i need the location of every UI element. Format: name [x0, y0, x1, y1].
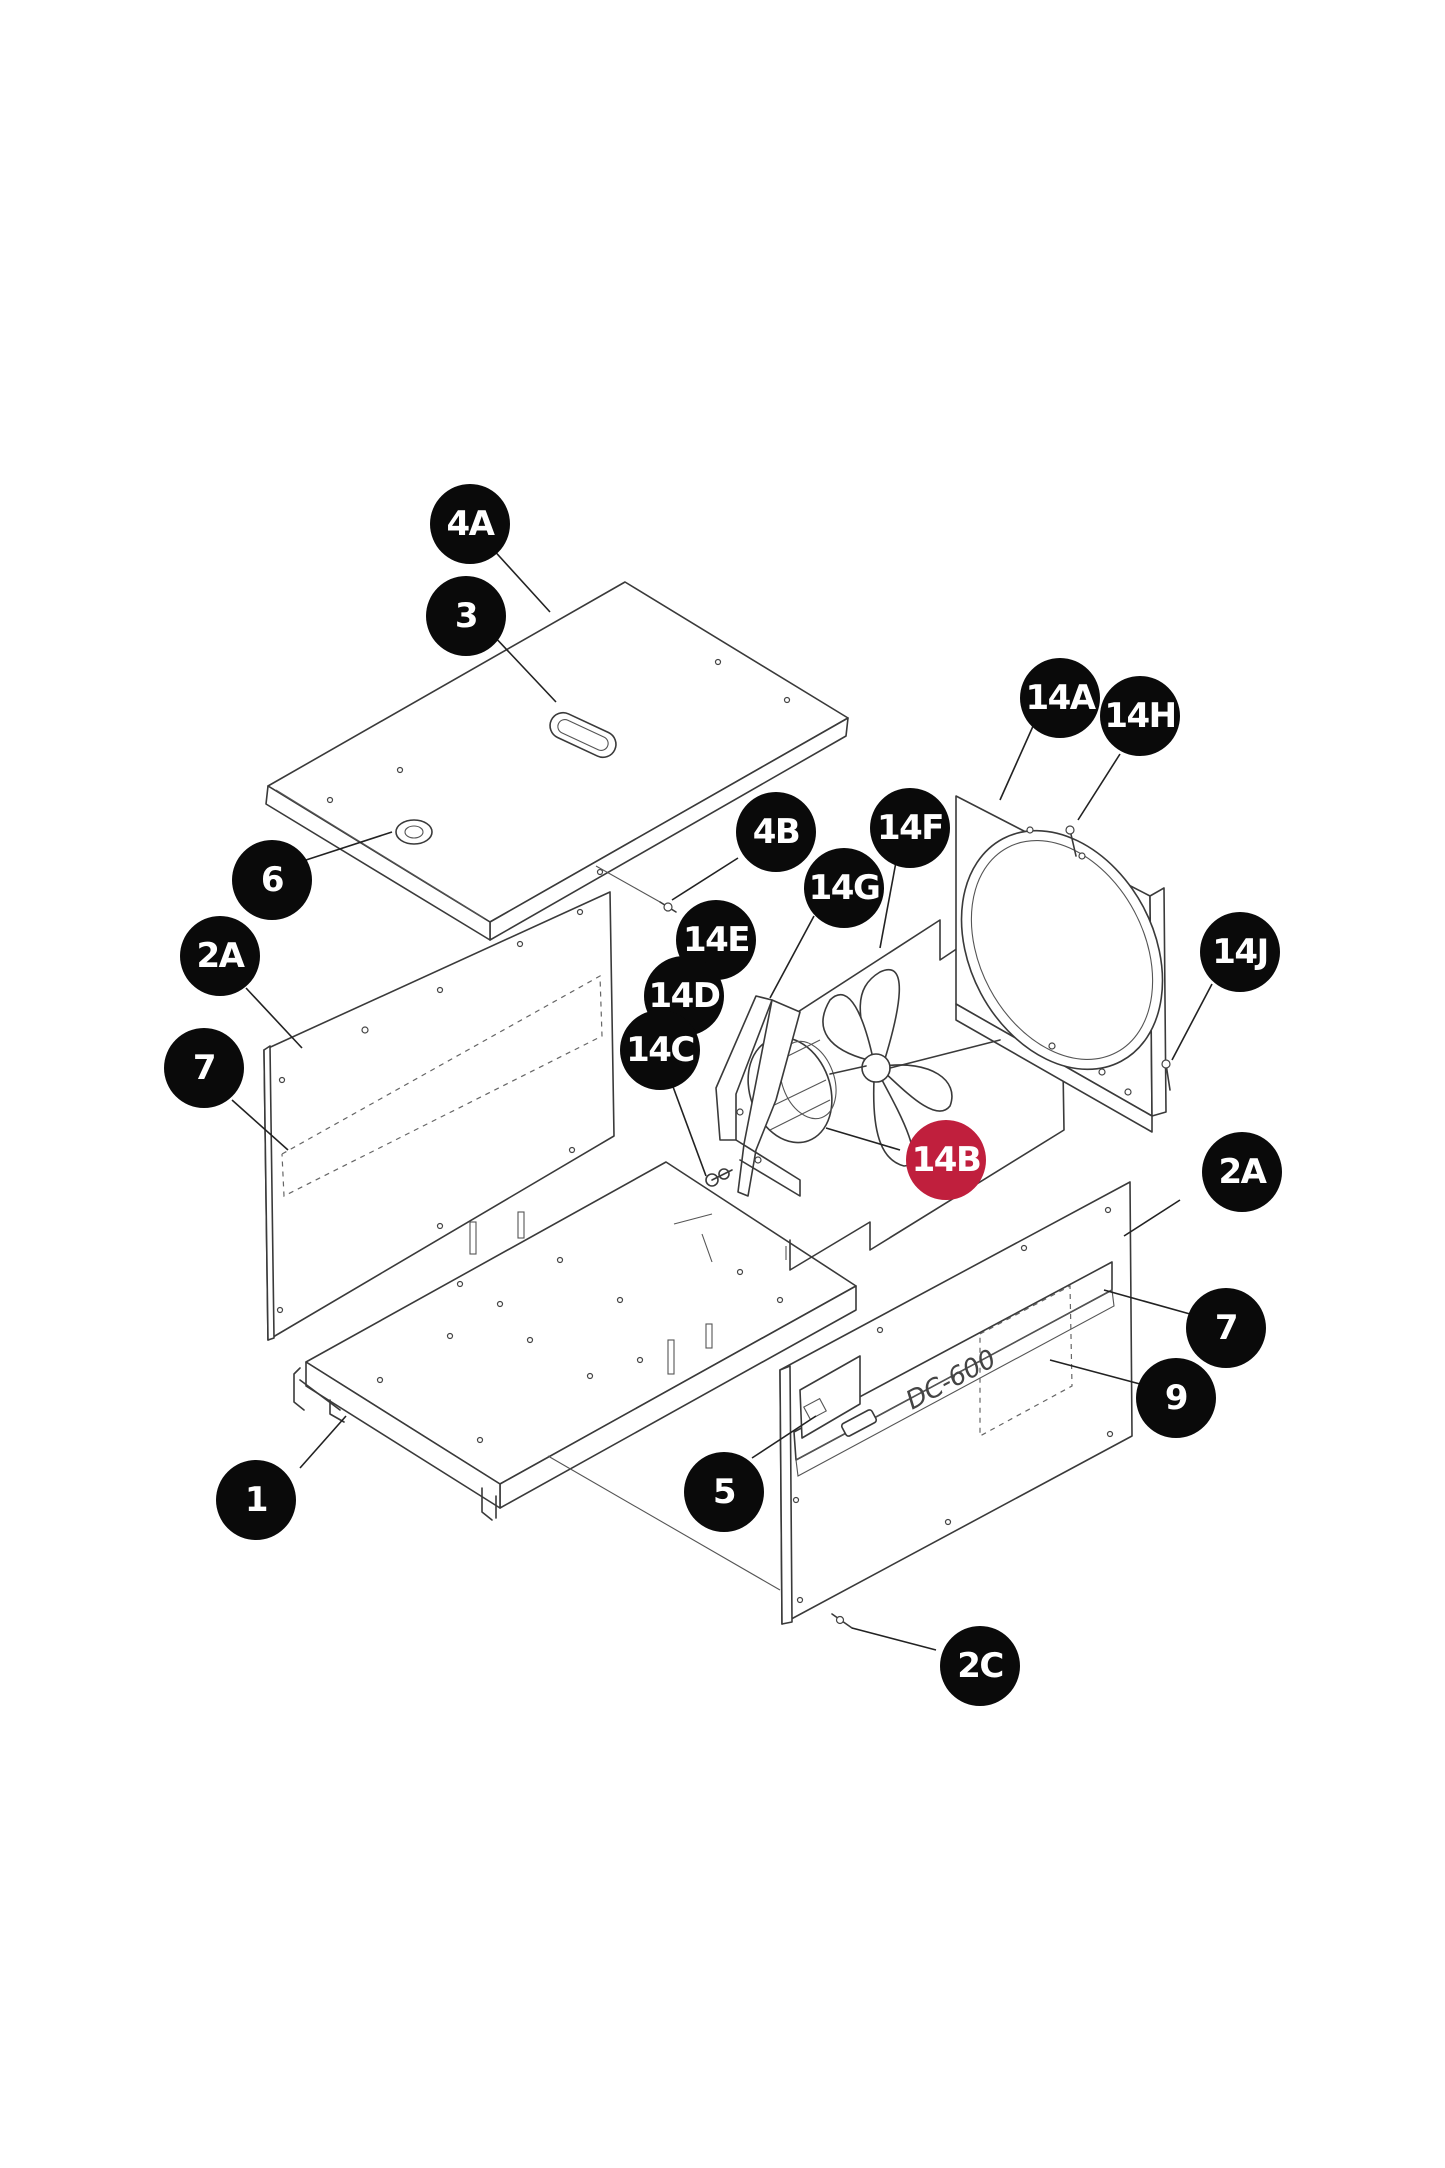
callout-3[interactable]: 3 [426, 576, 506, 656]
part-callouts: 4A 3 14A 14H 4B 14F 14G 6 [164, 484, 1282, 1706]
callout-9[interactable]: 9 [1136, 1358, 1216, 1438]
callout-circle [430, 484, 510, 564]
callout-label: 14B [912, 1140, 981, 1180]
callout-label: 4B [753, 812, 800, 852]
callout-6[interactable]: 6 [232, 840, 312, 920]
cover-handle [549, 711, 617, 759]
left-side-panel [263, 891, 615, 1341]
callout-circle [426, 576, 506, 656]
callout-label: 14E [683, 920, 749, 960]
callout-14h[interactable]: 14H [1100, 676, 1180, 756]
callout-circle [1200, 912, 1280, 992]
callout-label: 3 [455, 596, 477, 636]
callout-circle [870, 788, 950, 868]
grommet [395, 819, 433, 845]
callout-circle [1186, 1288, 1266, 1368]
leader-lines [231, 545, 1213, 1651]
callout-7-right[interactable]: 7 [1186, 1288, 1266, 1368]
callout-circle [620, 1010, 700, 1090]
callout-circle [940, 1626, 1020, 1706]
callout-label: 6 [261, 860, 283, 900]
callout-4a[interactable]: 4A [430, 484, 510, 564]
shroud-screw [1065, 825, 1077, 857]
callout-label: 14F [877, 808, 943, 848]
callout-circle [804, 848, 884, 928]
motor-fasteners [705, 1168, 733, 1187]
base-pan [293, 1161, 857, 1521]
callout-circle [1202, 1132, 1282, 1212]
callout-circle [736, 792, 816, 872]
callout-1[interactable]: 1 [216, 1460, 296, 1540]
callout-label: 14H [1104, 696, 1175, 736]
callout-14a[interactable]: 14A [1020, 658, 1100, 738]
callout-circle [1100, 676, 1180, 756]
callout-label: 14A [1025, 678, 1096, 718]
callout-label: 1 [245, 1480, 267, 1520]
motor-bracket [715, 995, 801, 1197]
callout-4b[interactable]: 4B [736, 792, 816, 872]
callout-14b[interactable]: 14B [906, 1120, 986, 1200]
callout-14g[interactable]: 14G [804, 848, 884, 928]
callout-label: 14J [1212, 932, 1267, 972]
callout-label: 2A [197, 936, 246, 976]
callout-14c[interactable]: 14C [620, 1010, 700, 1090]
callout-label: 7 [1215, 1308, 1237, 1348]
callout-label: 7 [193, 1048, 215, 1088]
callout-circle [684, 1452, 764, 1532]
callout-label: 9 [1165, 1378, 1187, 1418]
callout-label: 5 [713, 1472, 735, 1512]
callout-14f[interactable]: 14F [870, 788, 950, 868]
callout-2c[interactable]: 2C [940, 1626, 1020, 1706]
callout-label: 14G [809, 868, 880, 908]
callout-label: 14D [648, 976, 719, 1016]
callout-circle [164, 1028, 244, 1108]
callout-7-left[interactable]: 7 [164, 1028, 244, 1108]
panel-screw [831, 1613, 853, 1629]
callout-circle [1136, 1358, 1216, 1438]
callout-circle [180, 916, 260, 996]
callout-label: 2A [1219, 1152, 1268, 1192]
callout-circle-highlight [906, 1120, 986, 1200]
callout-label: 2C [957, 1646, 1003, 1686]
center-partition [769, 879, 1065, 1271]
shroud-screw-lower [1161, 1059, 1171, 1091]
top-cover [265, 581, 849, 941]
callout-circle [232, 840, 312, 920]
parts-drawing: DC-600 [263, 581, 1171, 1629]
cover-screw [659, 901, 677, 913]
callout-14j[interactable]: 14J [1200, 912, 1280, 992]
callout-circle [216, 1460, 296, 1540]
callout-label: 14C [626, 1030, 694, 1070]
front-control-panel: DC-600 [779, 1181, 1133, 1625]
callout-2a-left[interactable]: 2A [180, 916, 260, 996]
fan-shroud [955, 795, 1167, 1133]
assembly-guides [547, 865, 781, 1591]
callout-2a-right[interactable]: 2A [1202, 1132, 1282, 1212]
callout-label: 4A [447, 504, 496, 544]
callout-circle [1020, 658, 1100, 738]
callout-5[interactable]: 5 [684, 1452, 764, 1532]
